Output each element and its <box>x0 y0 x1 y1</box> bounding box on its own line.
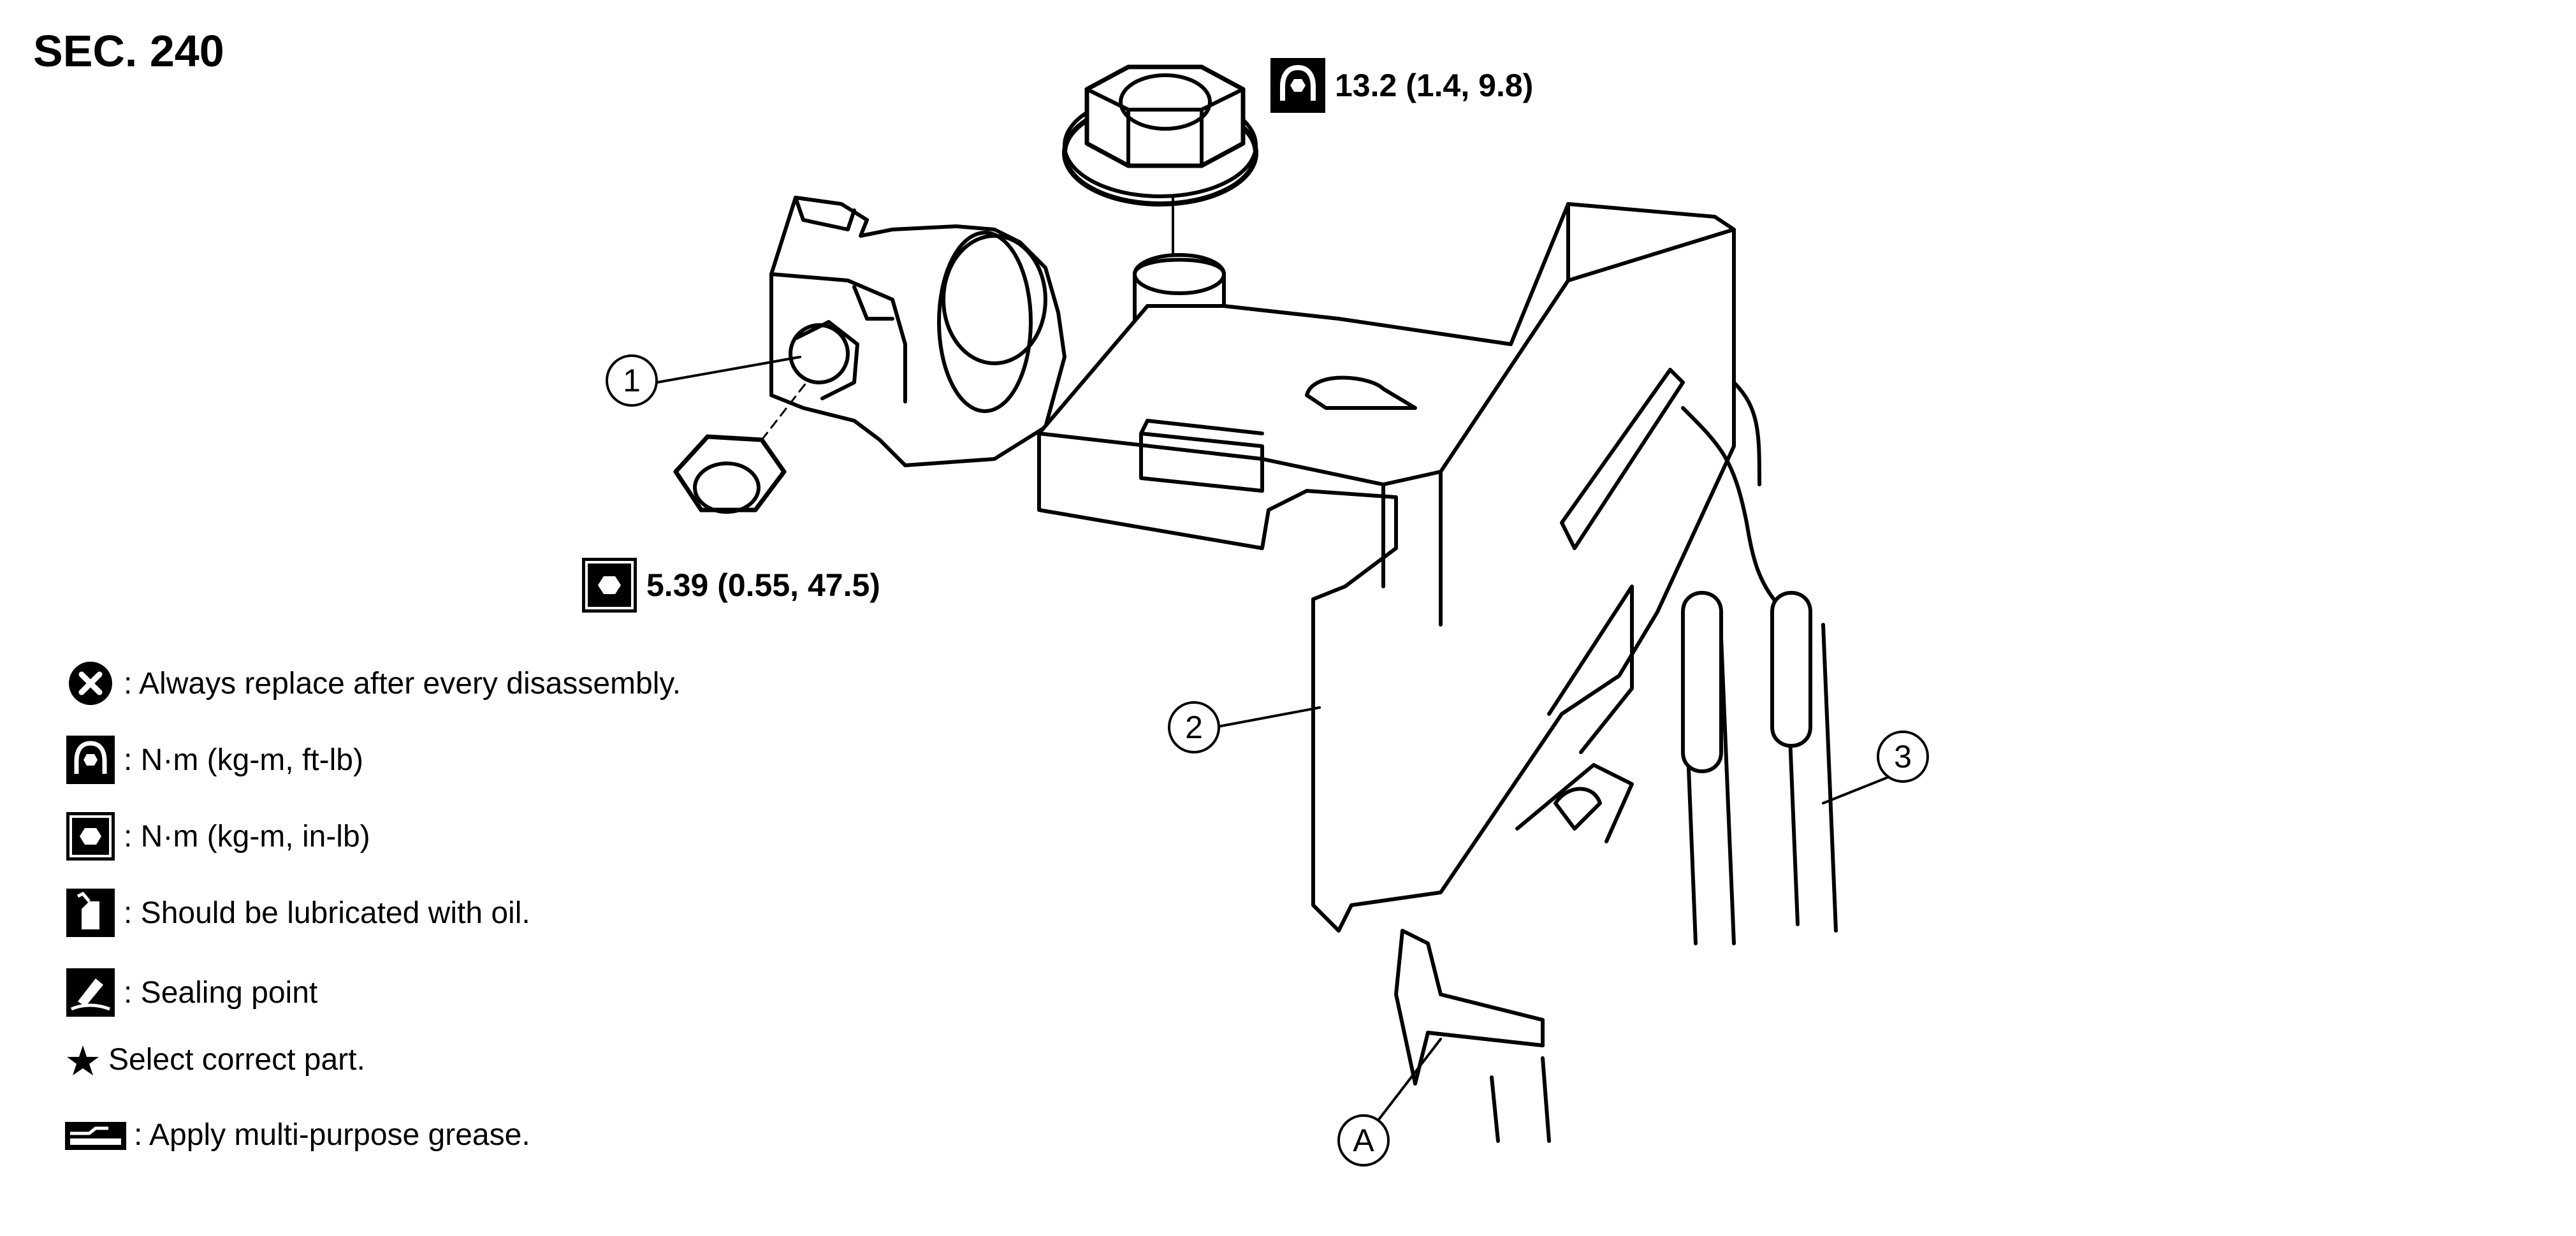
torque-ft-lb-icon <box>1270 58 1325 113</box>
torque-terminal-label: 5.39 (0.55, 47.5) <box>646 567 880 603</box>
legend-always-replace: : Always replace after every disassembly… <box>64 657 681 710</box>
legend-text: : Always replace after every disassembly… <box>124 666 681 701</box>
legend-text: : N·m (kg-m, in-lb) <box>124 819 370 854</box>
battery-terminal-clamp <box>673 196 1066 514</box>
torque-spec-nut: 13.2 (1.4, 9.8) <box>1269 56 1533 115</box>
legend-text: Select correct part. <box>108 1042 365 1077</box>
legend-oil: : Should be lubricated with oil. <box>64 886 530 940</box>
flange-nut <box>1062 64 1258 256</box>
legend-text: : N·m (kg-m, ft-lb) <box>124 743 363 777</box>
callout-part-1: 1 <box>606 354 658 407</box>
grease-icon <box>64 1108 127 1161</box>
section-label: SEC. 240 <box>33 26 224 76</box>
legend-text: : Sealing point <box>124 975 318 1010</box>
legend-text: : Apply multi-purpose grease. <box>134 1117 530 1152</box>
star-icon <box>64 1033 102 1086</box>
legend-torque-ft-lb: : N·m (kg-m, ft-lb) <box>64 733 363 787</box>
torque-nut-label: 13.2 (1.4, 9.8) <box>1335 68 1534 103</box>
torque-in-lb-icon <box>64 810 117 863</box>
connector-cover <box>1037 202 1736 1086</box>
torque-in-lb-icon <box>582 558 637 613</box>
torque-spec-terminal: 5.39 (0.55, 47.5) <box>580 556 880 614</box>
legend-sealing: : Sealing point <box>64 966 317 1019</box>
callout-part-3: 3 <box>1877 731 1929 783</box>
sealing-point-icon <box>64 966 117 1019</box>
torque-ft-lb-icon <box>64 733 117 787</box>
always-replace-icon <box>64 657 117 710</box>
legend-select-part: Select correct part. <box>64 1033 365 1086</box>
legend-grease: : Apply multi-purpose grease. <box>64 1108 530 1161</box>
legend-text: : Should be lubricated with oil. <box>124 896 530 930</box>
callout-part-2: 2 <box>1168 701 1220 753</box>
callout-part-a: A <box>1337 1114 1390 1167</box>
legend-torque-in-lb: : N·m (kg-m, in-lb) <box>64 810 370 863</box>
harness-cables <box>1490 381 1838 1143</box>
oil-can-icon <box>64 886 117 940</box>
